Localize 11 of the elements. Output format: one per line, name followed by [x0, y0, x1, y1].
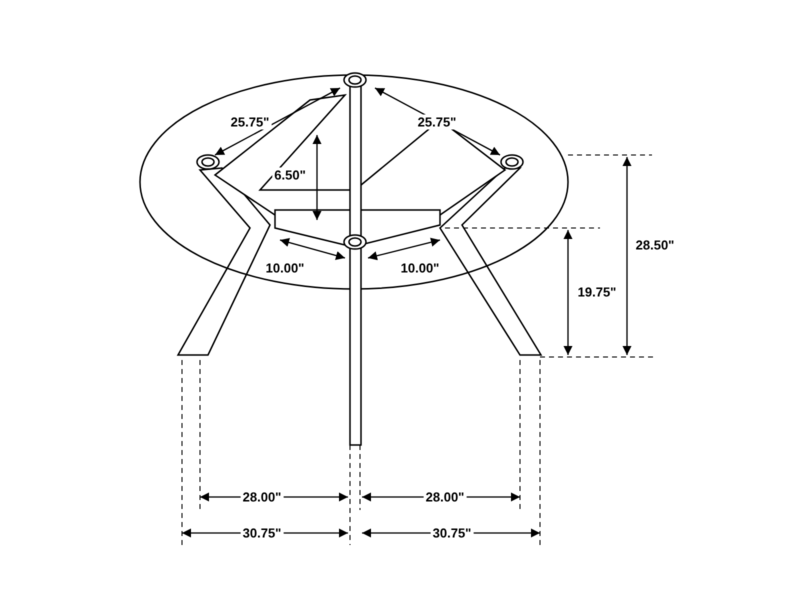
dimension-label: 28.00" [240, 490, 284, 504]
dimension-label: 6.50" [272, 168, 308, 182]
dimension-label: 28.00" [424, 490, 466, 504]
dimension-label: 10.00" [398, 260, 442, 276]
dimension-label: 25.75" [416, 114, 458, 130]
dimension-label: 10.00" [264, 260, 306, 276]
dimension-label: 25.75" [228, 114, 272, 130]
dimension-label: 30.75" [430, 526, 474, 540]
dimension-label: 19.75" [576, 284, 618, 300]
dimension-label: 30.75" [240, 526, 284, 540]
dimension-label: 28.50" [634, 238, 676, 252]
